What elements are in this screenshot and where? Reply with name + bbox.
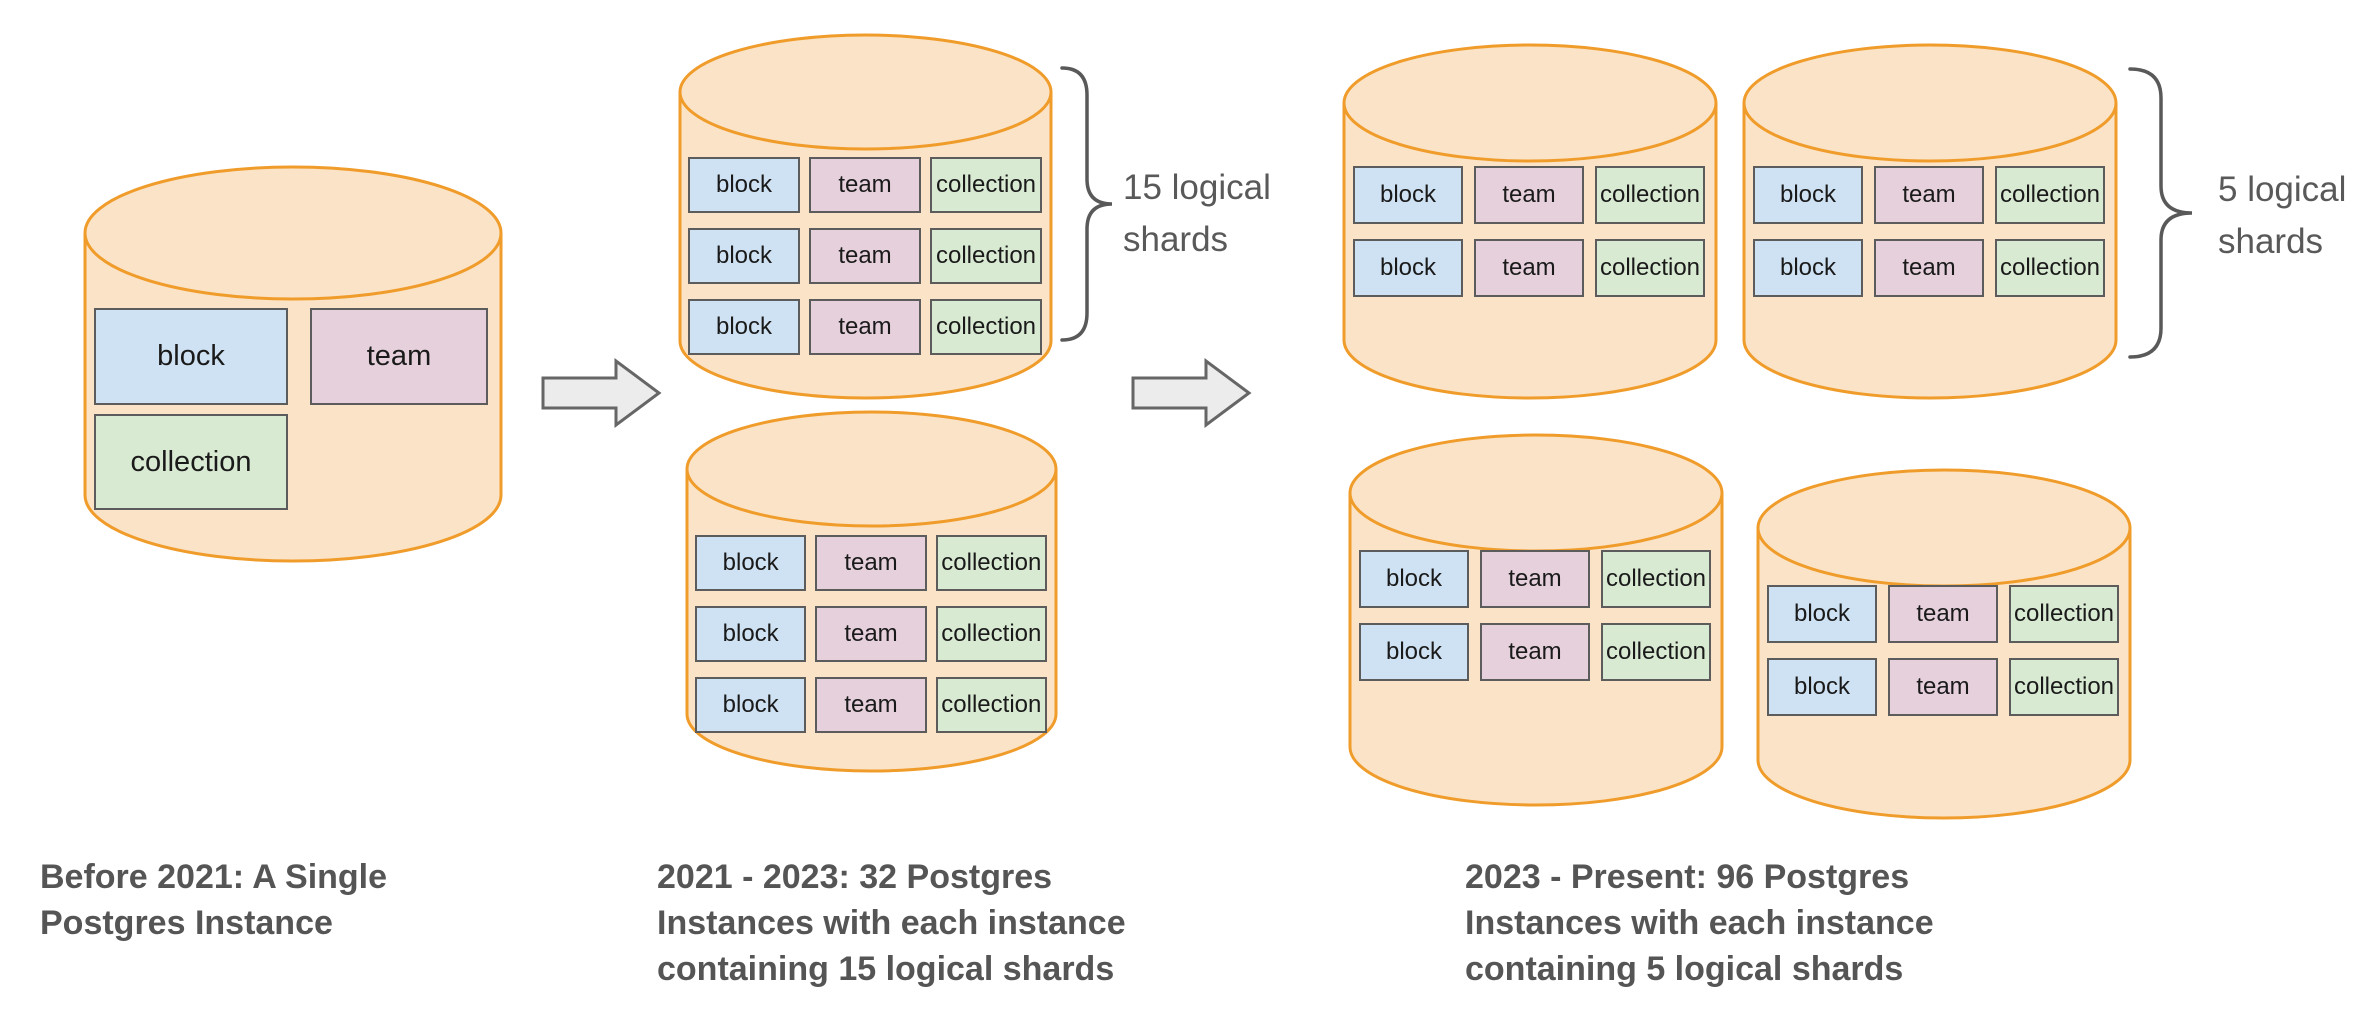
caption-line: Postgres Instance [40, 904, 333, 942]
team-table: team [1474, 166, 1584, 224]
collection-table: collection [1595, 239, 1705, 297]
team-table: team [310, 308, 488, 405]
shard-table-grid: block team collection block team collect… [1753, 166, 2105, 297]
postgres-instance-cylinder-mid-bottom: block team collection block team collect… [685, 410, 1058, 773]
team-table: team [1888, 658, 1998, 716]
stage1-caption: Before 2021: A Single Postgres Instance [40, 854, 387, 946]
arrow-right-icon [1131, 358, 1252, 428]
caption-line: Instances with each instance [657, 904, 1126, 942]
team-table: team [815, 535, 927, 591]
collection-table: collection [1995, 166, 2105, 224]
team-table: team [815, 606, 927, 662]
block-table: block [94, 308, 288, 405]
shard-count-label-5: 5 logical shards [2218, 164, 2346, 268]
collection-table: collection [935, 606, 1047, 662]
block-table: block [688, 157, 800, 213]
team-table: team [1888, 585, 1998, 643]
shard-count-label-15: 15 logical shards [1123, 162, 1271, 266]
postgres-instance-cylinder-mid-top: block team collection block team collect… [678, 33, 1053, 400]
team-table: team [809, 157, 921, 213]
caption-line: containing 5 logical shards [1465, 950, 1904, 988]
shard-table-grid: block team collection block team collect… [1353, 166, 1705, 297]
block-table: block [695, 677, 807, 733]
caption-line: containing 15 logical shards [657, 950, 1115, 988]
single-postgres-cylinder: block team collection [83, 165, 503, 563]
shard-label-line: shards [1123, 220, 1229, 259]
collection-table: collection [1601, 550, 1711, 608]
team-table: team [815, 677, 927, 733]
shard-table-grid: block team collection block team collect… [695, 535, 1047, 733]
brace-icon [1060, 66, 1113, 342]
stage2-caption: 2021 - 2023: 32 Postgres Instances with … [657, 854, 1126, 992]
postgres-instance-cylinder-right-top-2: block team collection block team collect… [1742, 43, 2118, 400]
block-table: block [688, 299, 800, 355]
shard-label-line: shards [2218, 222, 2324, 261]
database-cylinder-icon [1756, 468, 2132, 820]
shard-table-grid: block team collection block team collect… [1359, 550, 1711, 681]
caption-line: Instances with each instance [1465, 904, 1934, 942]
block-table: block [1359, 623, 1469, 681]
block-table: block [1767, 658, 1877, 716]
team-table: team [1874, 166, 1984, 224]
team-table: team [809, 228, 921, 284]
block-table: block [695, 606, 807, 662]
collection-table: collection [935, 677, 1047, 733]
collection-table: collection [935, 535, 1047, 591]
collection-table: collection [1995, 239, 2105, 297]
collection-table: collection [1601, 623, 1711, 681]
arrow-right-icon [541, 358, 662, 428]
shard-label-line: 5 logical [2218, 170, 2347, 209]
brace-icon [2128, 67, 2193, 359]
block-table: block [1753, 166, 1863, 224]
team-table: team [1474, 239, 1584, 297]
collection-table: collection [2009, 585, 2119, 643]
collection-table: collection [930, 299, 1042, 355]
collection-table: collection [94, 414, 288, 510]
team-table: team [809, 299, 921, 355]
block-table: block [1767, 585, 1877, 643]
block-table: block [1359, 550, 1469, 608]
block-table: block [1753, 239, 1863, 297]
block-table: block [695, 535, 807, 591]
stage3-caption: 2023 - Present: 96 Postgres Instances wi… [1465, 854, 1934, 992]
team-table: team [1874, 239, 1984, 297]
team-table: team [1480, 550, 1590, 608]
collection-table: collection [2009, 658, 2119, 716]
collection-table: collection [930, 228, 1042, 284]
team-table: team [1480, 623, 1590, 681]
block-table: block [688, 228, 800, 284]
postgres-instance-cylinder-right-top-1: block team collection block team collect… [1342, 43, 1718, 400]
block-table: block [1353, 239, 1463, 297]
postgres-instance-cylinder-right-bottom-2: block team collection block team collect… [1756, 468, 2132, 820]
shard-table-grid: block team collection block team collect… [688, 157, 1042, 355]
block-table: block [1353, 166, 1463, 224]
caption-line: 2023 - Present: 96 Postgres [1465, 858, 1910, 896]
caption-line: 2021 - 2023: 32 Postgres [657, 858, 1053, 896]
shard-label-line: 15 logical [1123, 168, 1271, 207]
shard-table-grid: block team collection block team collect… [1767, 585, 2119, 716]
postgres-instance-cylinder-right-bottom-1: block team collection block team collect… [1348, 433, 1724, 807]
caption-line: Before 2021: A Single [40, 858, 388, 896]
collection-table: collection [1595, 166, 1705, 224]
collection-table: collection [930, 157, 1042, 213]
